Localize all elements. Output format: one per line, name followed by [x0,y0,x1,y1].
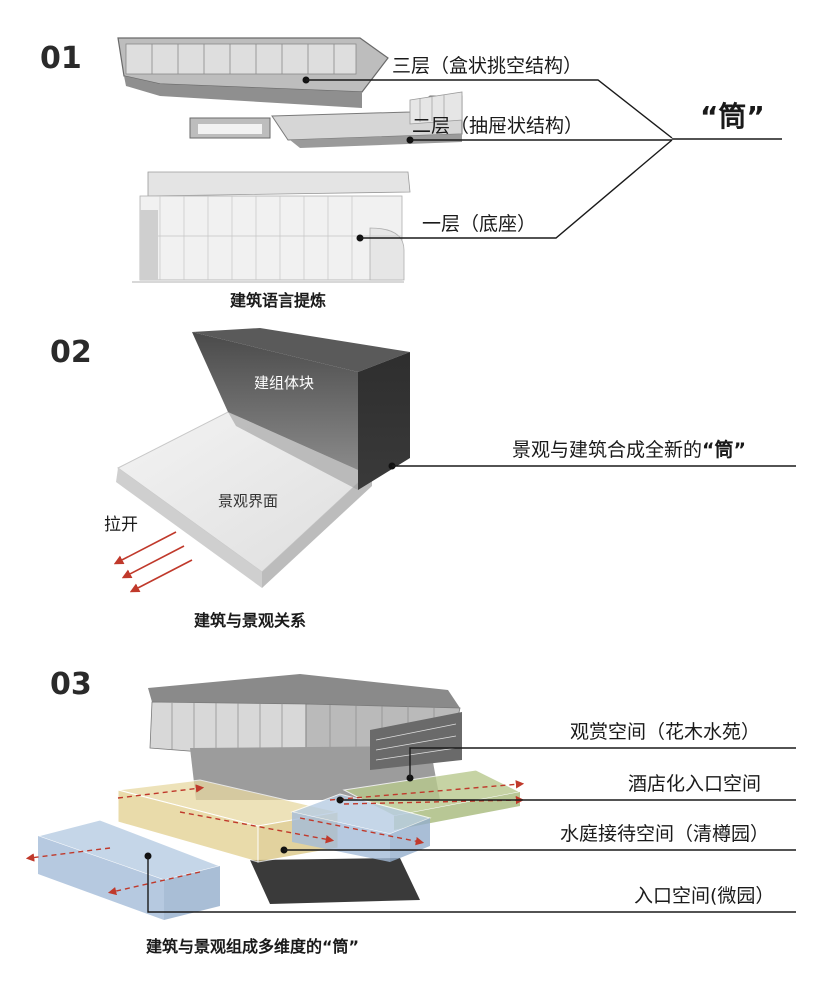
section-03: 03 [25,667,796,956]
section-number-03: 03 [50,667,92,702]
tong-key-label: “筒” [700,100,765,133]
section-number-01: 01 [40,41,82,76]
label-hotel-entry: 酒店化入口空间 [628,773,761,795]
landscape-callout: 景观与建筑合成全新的“筒” [512,438,746,461]
label-viewing-space: 观赏空间（花木水苑） [570,721,760,743]
second-floor-drawer [189,91,463,148]
pull-label: 拉开 [104,515,138,535]
third-floor-box [117,37,389,108]
landscape-callout-text: 景观与建筑合成全新的 [512,439,702,461]
plane-label: 景观界面 [218,492,278,510]
landscape-callout-key: “筒” [702,438,746,461]
blue-zone-entry [36,819,222,920]
building-3d [148,674,462,904]
pull-arrows [113,531,193,593]
label-second-floor: 二层（抽屉状结构） [412,115,583,137]
label-first-floor: 一层（底座） [422,213,536,235]
caption-03: 建筑与景观组成多维度的“筒” [146,937,359,956]
label-entry-space: 入口空间(微园） [634,885,774,907]
block-label: 建组体块 [254,374,314,392]
section-02: 02 建组体块 景观界面 拉开 景观与建筑合成全新的“筒” 建筑与景观关系 [50,328,796,630]
caption-01: 建筑语言提炼 [230,291,326,310]
section-number-02: 02 [50,335,92,370]
label-water-court: 水庭接待空间（清樽园） [560,823,769,845]
label-third-floor: 三层（盒状挑空结构） [392,55,582,77]
caption-02: 建筑与景观关系 [194,611,306,630]
first-floor-base [132,171,411,283]
section-01: 01 [40,37,782,310]
building-block [192,328,410,490]
